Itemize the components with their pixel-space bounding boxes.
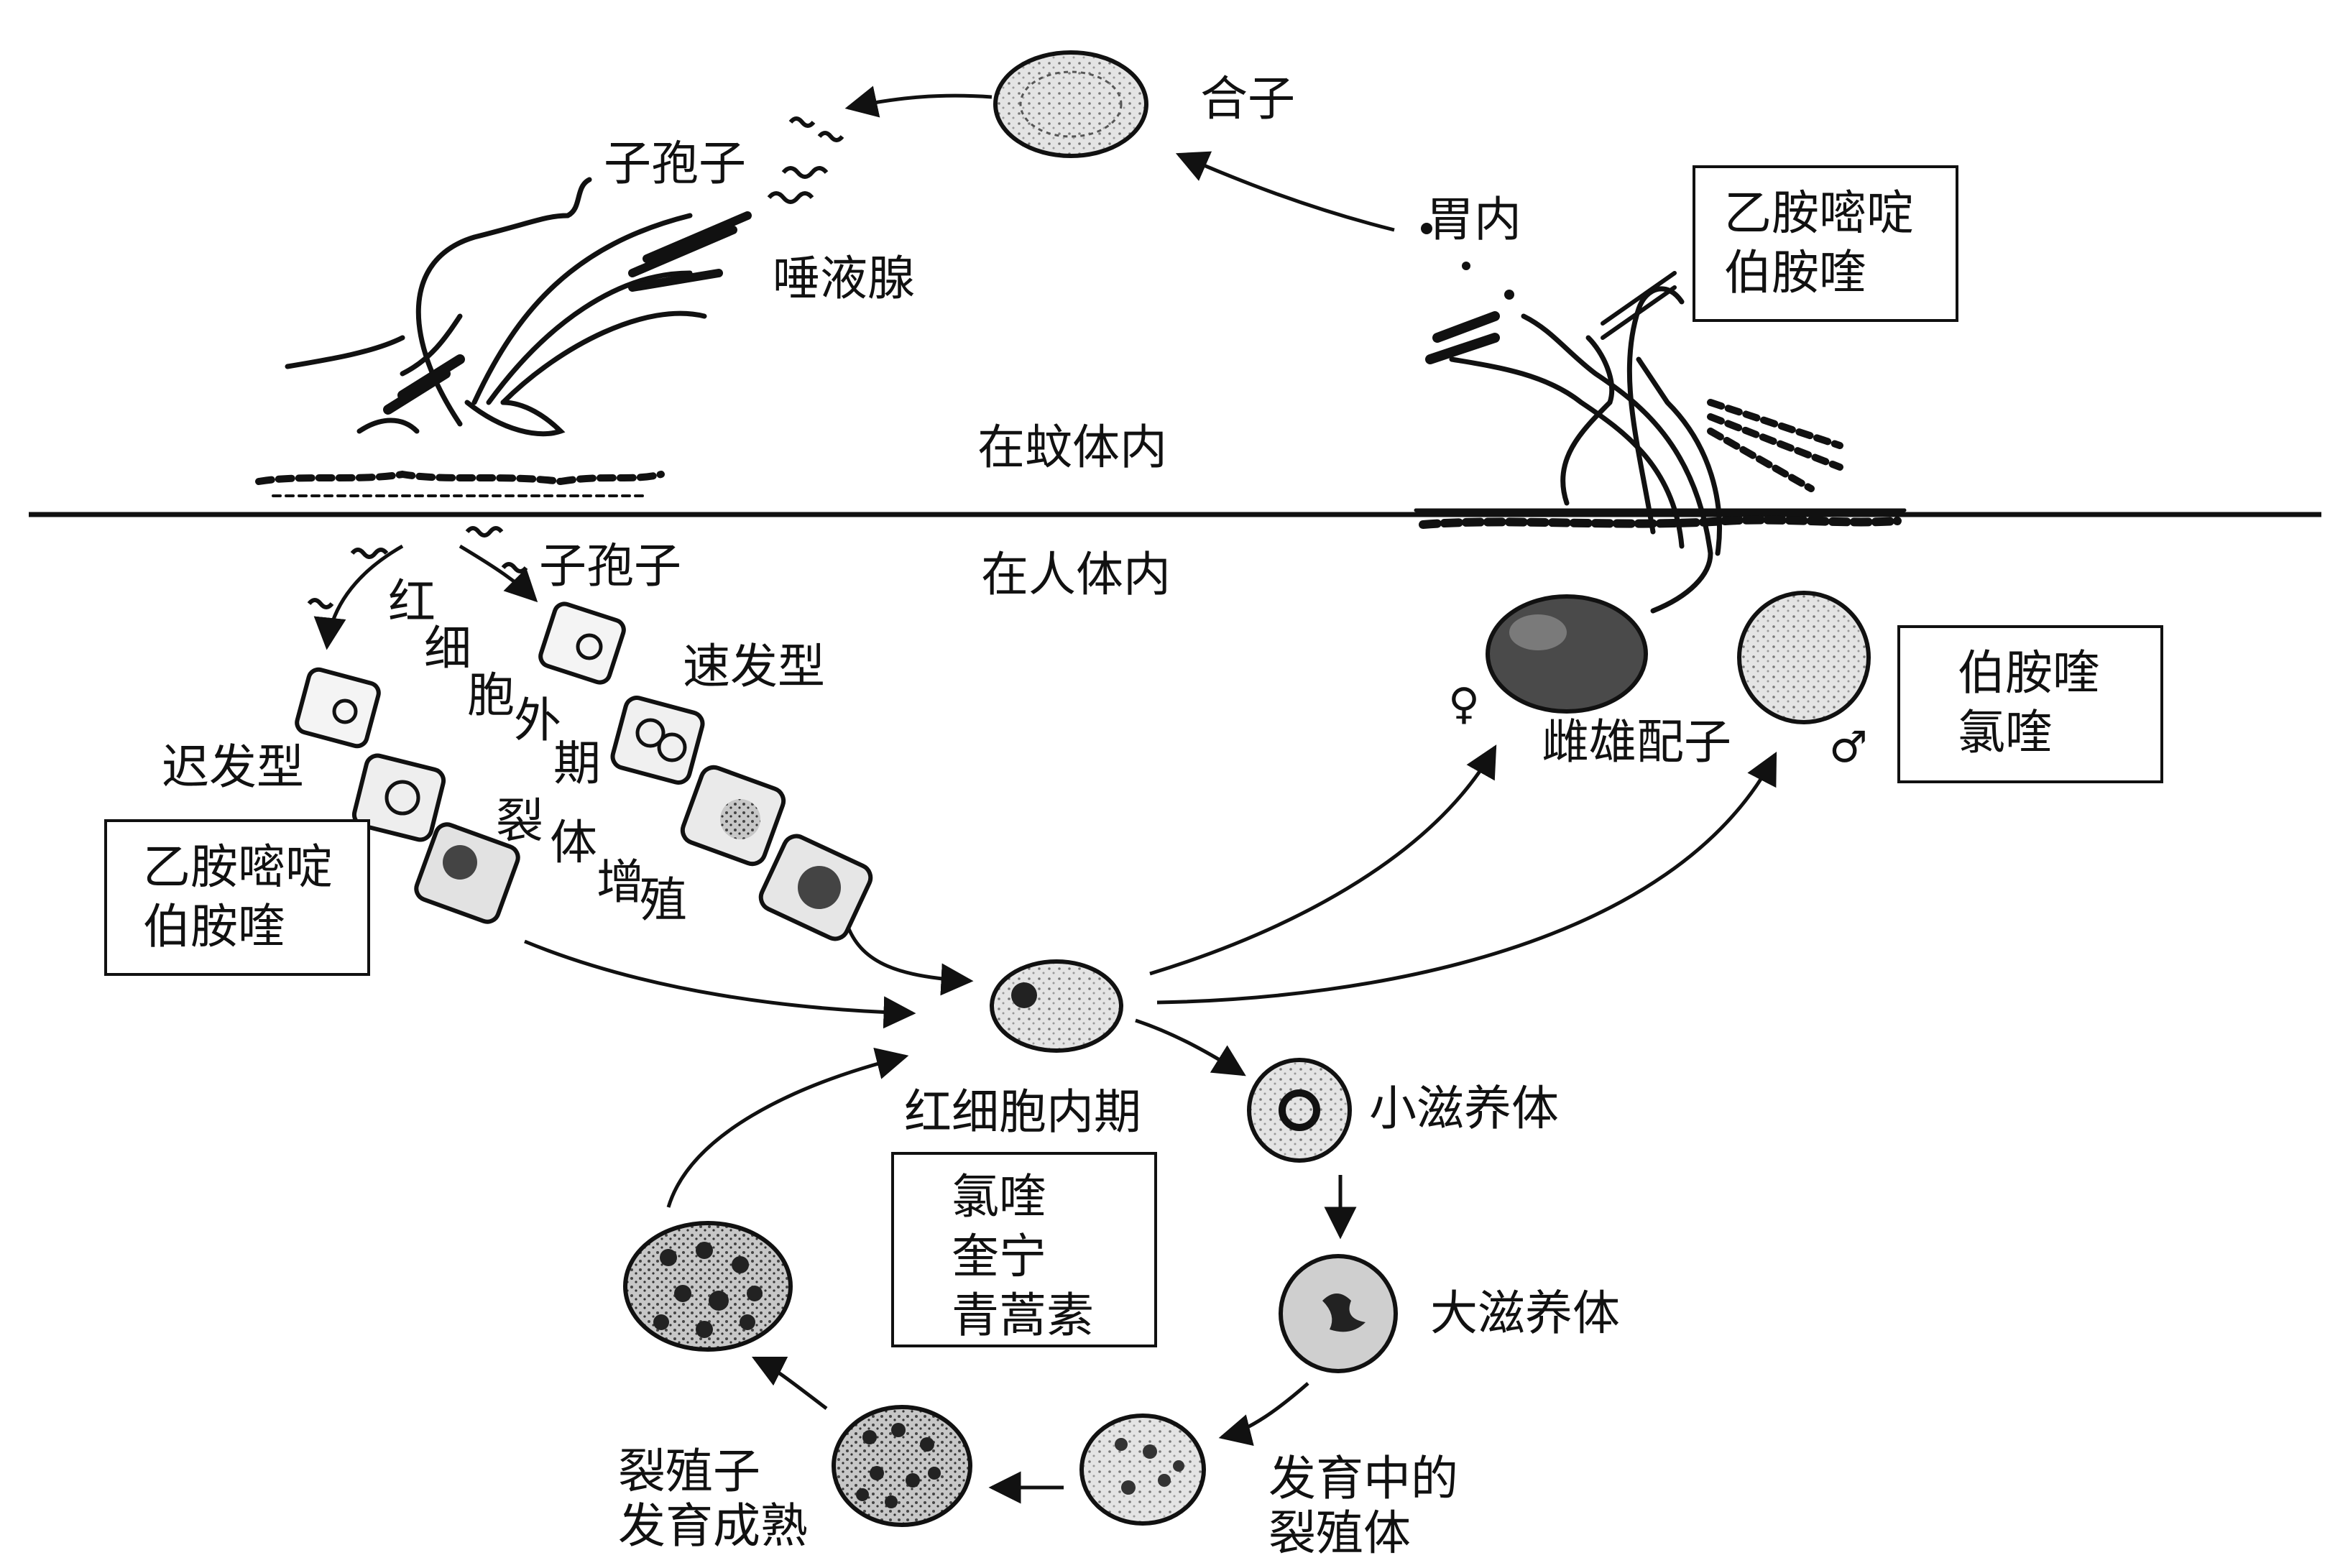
- exo-erythrocytic-char-1: 红: [388, 574, 436, 629]
- small-trophozoite-cell: [1247, 1058, 1352, 1163]
- arrow-brady-to-erythrocyte: [524, 939, 916, 1029]
- arrow-to-small-trophozoite: [1135, 1018, 1246, 1076]
- male-symbol: ♂: [1829, 722, 1868, 773]
- tachysporozoite-label: 速发型: [683, 639, 825, 694]
- schizogony-char-4: 殖: [640, 872, 687, 928]
- tachy-liver-cell-2: [610, 696, 705, 785]
- salivary-gland-label: 唾液腺: [773, 251, 915, 306]
- tachy-liver-cell-1: [538, 601, 626, 685]
- male-gametocyte-cell: [1737, 591, 1871, 724]
- exo-erythrocytic-char-4: 外: [514, 693, 561, 748]
- exo-erythrocytic-char-3: 胞: [467, 668, 515, 723]
- schizogony-char-3: 增: [597, 854, 644, 910]
- arrow-to-developing-schizont: [1218, 1382, 1309, 1446]
- in-mosquito-label: 在蚊体内: [977, 420, 1167, 475]
- drug-box-gametocyte: 伯胺喹 氯喹: [1897, 625, 2163, 783]
- brady-liver-cell-2: [351, 753, 446, 842]
- developing-schizont-label: 发育中的 裂殖体: [1268, 1452, 1458, 1561]
- exo-erythrocytic-char-5: 期: [553, 736, 601, 791]
- arrow-to-tachysporozoite: [459, 544, 538, 603]
- arrow-to-bradysporozoite: [313, 544, 404, 650]
- female-gametocyte-cell: [1486, 594, 1648, 714]
- drug-box-erythrocytic-line-3: 青蒿素: [952, 1288, 1094, 1343]
- arrow-ruptured-to-erythrocyte: [666, 1048, 909, 1208]
- mosquito-left-drawing: [255, 177, 752, 497]
- tachy-liver-cell-4: [758, 834, 873, 941]
- female-symbol: ♀: [1448, 679, 1480, 729]
- arrow-stomach-to-zygote: [1175, 151, 1395, 232]
- drug-box-gametocyte-line-2: 氯喹: [1958, 704, 2053, 760]
- bradysporozoite-label: 迟发型: [162, 739, 304, 795]
- developing-schizont-cell: [1079, 1413, 1206, 1526]
- stomach-gamete-dots: [1421, 223, 1514, 300]
- ruptured-schizont-cell: [623, 1221, 793, 1352]
- exo-erythrocytic-char-2: 细: [424, 621, 471, 676]
- erythrocyte-cell: [990, 959, 1123, 1053]
- sporozoite-mosquito-label: 子孢子: [604, 136, 746, 191]
- drug-box-erythrocytic: 氯喹 奎宁 青蒿素: [891, 1152, 1157, 1347]
- drug-box-stomach-line-2: 伯胺喹: [1724, 244, 1866, 300]
- arrow-tachy-to-erythrocyte: [846, 926, 974, 996]
- in-human-label: 在人体内: [981, 547, 1171, 602]
- drug-box-stomach-line-1: 乙胺嘧啶: [1724, 185, 1914, 241]
- drug-box-dormant-line-1: 乙胺嘧啶: [143, 839, 333, 895]
- mature-merozoite-line-2: 发育成熟: [618, 1498, 808, 1554]
- drug-box-stomach: 乙胺嘧啶 伯胺喹: [1693, 165, 1958, 322]
- developing-schizont-line-2: 裂殖体: [1268, 1505, 1411, 1561]
- mature-merozoite-line-1: 裂殖子: [618, 1444, 760, 1499]
- gametocytes-label: 雌雄配子: [1542, 714, 1731, 770]
- drug-box-dormant-line-2: 伯胺喹: [143, 898, 285, 954]
- developing-schizont-line-1: 发育中的: [1268, 1451, 1458, 1506]
- schizogony-char-1: 裂: [496, 793, 543, 849]
- drug-box-gametocyte-line-1: 伯胺喹: [1958, 645, 2100, 701]
- arrow-zygote-to-sporozoite: [844, 86, 993, 118]
- arrow-to-ruptured-schizont: [751, 1356, 828, 1410]
- schizogony-char-2: 体: [550, 815, 597, 870]
- arrow-to-male-gametocyte: [1156, 752, 1777, 1005]
- mature-merozoite-label: 裂殖子 发育成熟: [618, 1444, 808, 1554]
- sporozoite-human-label: 子孢子: [539, 538, 681, 594]
- merozoite-schizont-cell: [832, 1405, 972, 1527]
- drug-box-erythrocytic-line-1: 氯喹: [952, 1169, 1046, 1225]
- small-trophozoite-label: 小滋养体: [1369, 1081, 1559, 1136]
- brady-liver-cell-3: [414, 822, 520, 924]
- drug-box-erythrocytic-line-2: 奎宁: [952, 1228, 1046, 1284]
- large-trophozoite-cell: [1279, 1254, 1398, 1373]
- stomach-label: 胃内: [1427, 192, 1521, 247]
- erythrocytic-phase-label: 红细胞内期: [904, 1084, 1141, 1140]
- sporozoite-squiggles-top: [767, 116, 844, 204]
- zygote-cell: [993, 50, 1148, 158]
- drug-box-dormant: 乙胺嘧啶 伯胺喹: [104, 819, 370, 976]
- zygote-label: 合子: [1200, 71, 1295, 126]
- brady-liver-cell-1: [295, 667, 381, 749]
- tachy-liver-cell-3: [680, 765, 786, 867]
- mosquito-right-drawing: [1414, 271, 1907, 614]
- arrow-to-female-gametocyte: [1149, 744, 1497, 976]
- large-trophozoite-label: 大滋养体: [1430, 1286, 1620, 1341]
